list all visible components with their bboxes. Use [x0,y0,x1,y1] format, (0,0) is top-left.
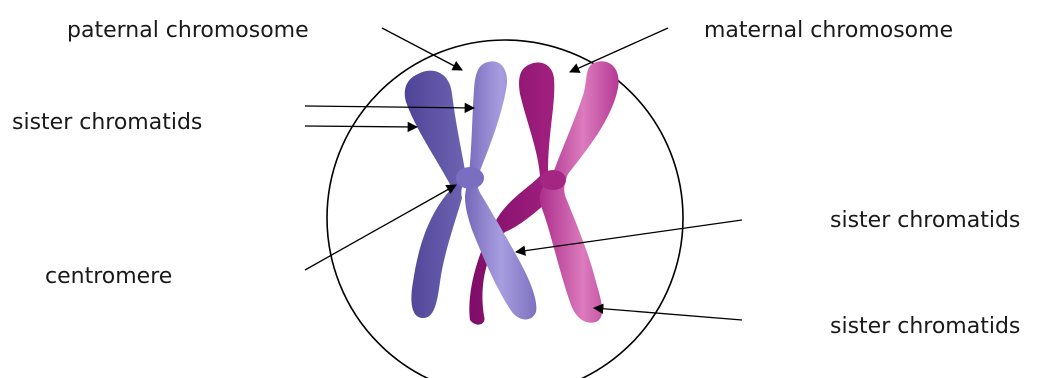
centromere-label: centromere [45,266,172,288]
maternal-centromere [540,170,566,190]
sister-chromatids-label-right-bottom: sister chromatids [830,316,1020,338]
paternal-chromosome [405,61,537,319]
arrow-sister-left-2 [305,126,417,127]
paternal-centromere [456,167,484,189]
maternal-chromosome-label: maternal chromosome [704,20,953,42]
sister-chromatids-label-left: sister chromatids [12,112,202,134]
sister-chromatids-label-right-top: sister chromatids [830,210,1020,232]
arrow-sister-right-bottom [594,308,742,320]
paternal-chromosome-label: paternal chromosome [67,20,309,42]
arrow-maternal [570,28,668,72]
